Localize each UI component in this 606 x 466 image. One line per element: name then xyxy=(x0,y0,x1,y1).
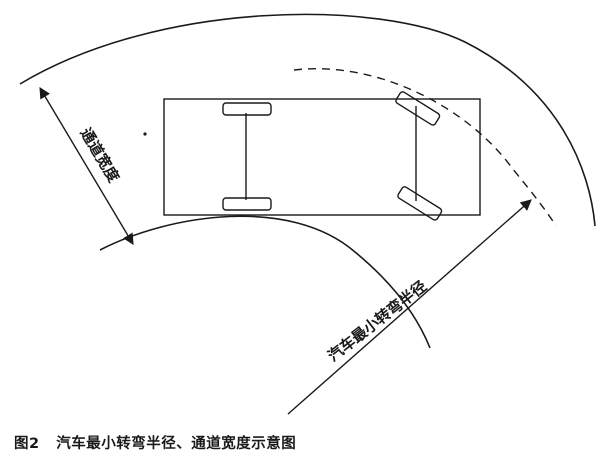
figure-caption: 图2 汽车最小转弯半径、通道宽度示意图 xyxy=(14,432,296,453)
car-body xyxy=(163,98,481,216)
figure-caption-text: 汽车最小转弯半径、通道宽度示意图 xyxy=(56,436,297,452)
wheel-track-dashed-arc xyxy=(293,68,557,227)
center-dot xyxy=(143,132,147,136)
aisle-width-label: 通道宽度 xyxy=(77,125,124,187)
inner-aisle-arc xyxy=(99,215,431,349)
rear-left-wheel xyxy=(222,102,272,116)
turning-radius-arrow xyxy=(287,199,532,415)
outer-aisle-arc xyxy=(19,13,596,227)
aisle-width-dimension-arrow xyxy=(39,87,134,245)
figure-number: 图2 xyxy=(14,436,40,452)
front-right-wheel xyxy=(397,186,443,221)
rear-right-wheel xyxy=(222,197,272,211)
turning-radius-label: 汽车最小转弯半径 xyxy=(324,277,430,365)
front-left-wheel xyxy=(395,91,441,126)
